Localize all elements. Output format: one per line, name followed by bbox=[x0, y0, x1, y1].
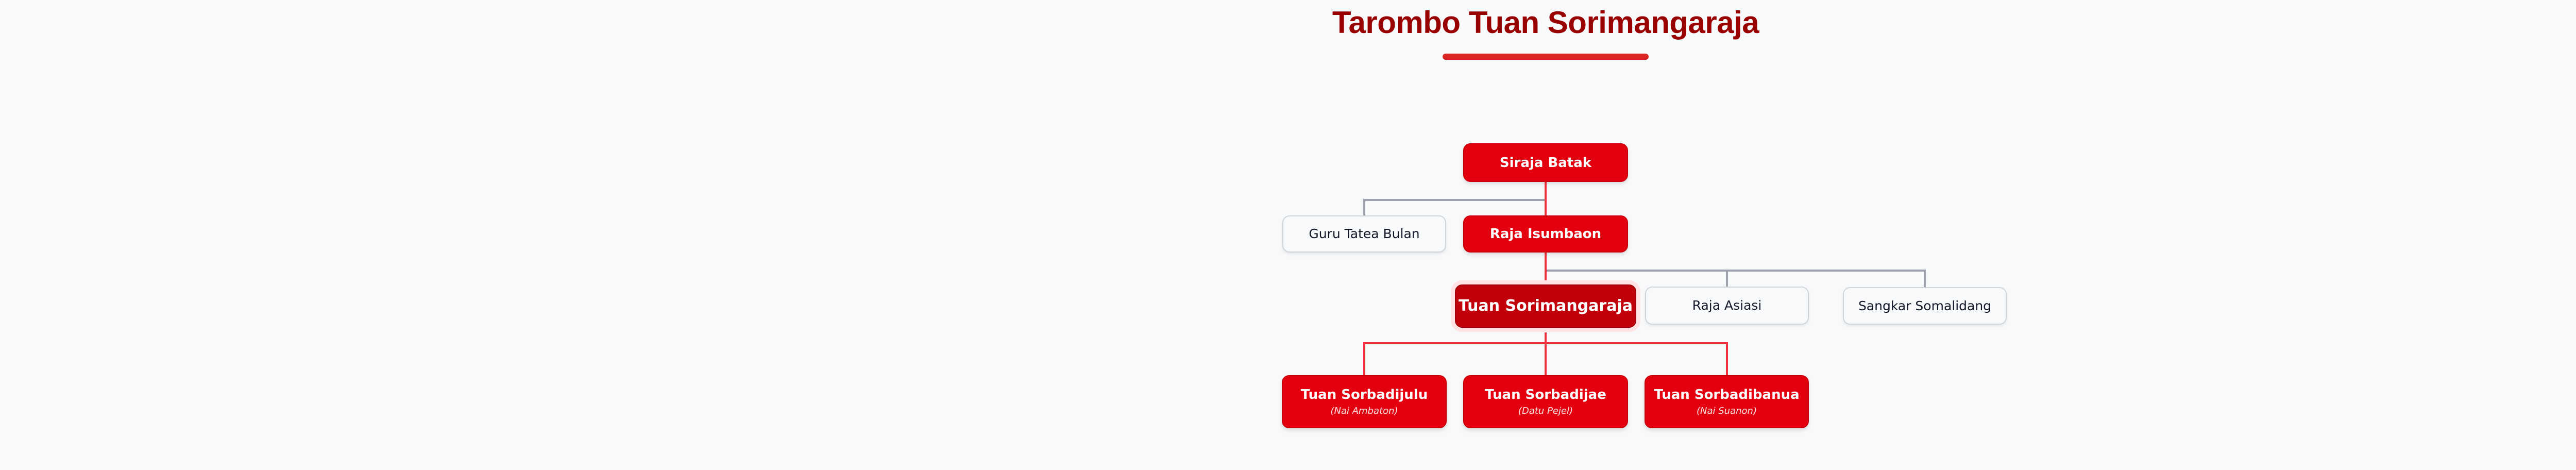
node-tuan-sorbadibanua[interactable]: Tuan Sorbadibanua (Nai Suanon) bbox=[1645, 375, 1809, 428]
connector-children-h bbox=[1363, 342, 1728, 344]
node-tuan-sorbadijae[interactable]: Tuan Sorbadijae (Datu Pejel) bbox=[1463, 375, 1628, 428]
node-subtitle: (Nai Ambaton) bbox=[1330, 405, 1398, 416]
connector-root-to-raja-isumbaon bbox=[1545, 182, 1547, 215]
connector-to-raja-asiasi bbox=[1726, 270, 1728, 287]
node-name: Guru Tatea Bulan bbox=[1309, 226, 1420, 241]
connector-root-to-guru-tatea-bulan-v bbox=[1363, 199, 1365, 215]
node-subtitle: (Datu Pejel) bbox=[1518, 405, 1573, 416]
connector-to-sangkar-somalidang bbox=[1924, 270, 1926, 287]
node-raja-asiasi[interactable]: Raja Asiasi bbox=[1645, 287, 1809, 325]
node-name: Tuan Sorbadibanua bbox=[1654, 387, 1800, 402]
node-tuan-sorimangaraja[interactable]: Tuan Sorimangaraja bbox=[1455, 284, 1636, 328]
node-name: Siraja Batak bbox=[1499, 155, 1592, 171]
node-sangkar-somalidang[interactable]: Sangkar Somalidang bbox=[1843, 287, 2007, 325]
node-name: Tuan Sorbadijae bbox=[1485, 387, 1606, 402]
connector-raja-isumbaon-to-tuan-sorimangaraja bbox=[1545, 253, 1547, 280]
connector-siblings-h bbox=[1547, 270, 1926, 272]
node-raja-isumbaon[interactable]: Raja Isumbaon bbox=[1463, 215, 1628, 253]
connector-tuan-sorimangaraja-down bbox=[1545, 332, 1547, 375]
node-subtitle: (Nai Suanon) bbox=[1697, 405, 1757, 416]
node-tuan-sorbadijulu[interactable]: Tuan Sorbadijulu (Nai Ambaton) bbox=[1282, 375, 1447, 428]
node-name: Raja Asiasi bbox=[1692, 298, 1762, 313]
node-name: Sangkar Somalidang bbox=[1858, 298, 1992, 313]
node-name: Tuan Sorbadijulu bbox=[1300, 387, 1428, 402]
title-underline bbox=[1443, 54, 1649, 60]
connector-to-tuan-sorbadijulu bbox=[1363, 342, 1365, 375]
node-name: Tuan Sorimangaraja bbox=[1458, 297, 1633, 315]
node-siraja-batak[interactable]: Siraja Batak bbox=[1463, 143, 1628, 182]
page-title: Tarombo Tuan Sorimangaraja bbox=[1332, 5, 1759, 40]
connector-root-to-guru-tatea-bulan-h bbox=[1363, 199, 1545, 201]
connector-to-tuan-sorbadibanua bbox=[1726, 342, 1728, 375]
node-guru-tatea-bulan[interactable]: Guru Tatea Bulan bbox=[1282, 215, 1446, 253]
node-name: Raja Isumbaon bbox=[1489, 226, 1602, 242]
